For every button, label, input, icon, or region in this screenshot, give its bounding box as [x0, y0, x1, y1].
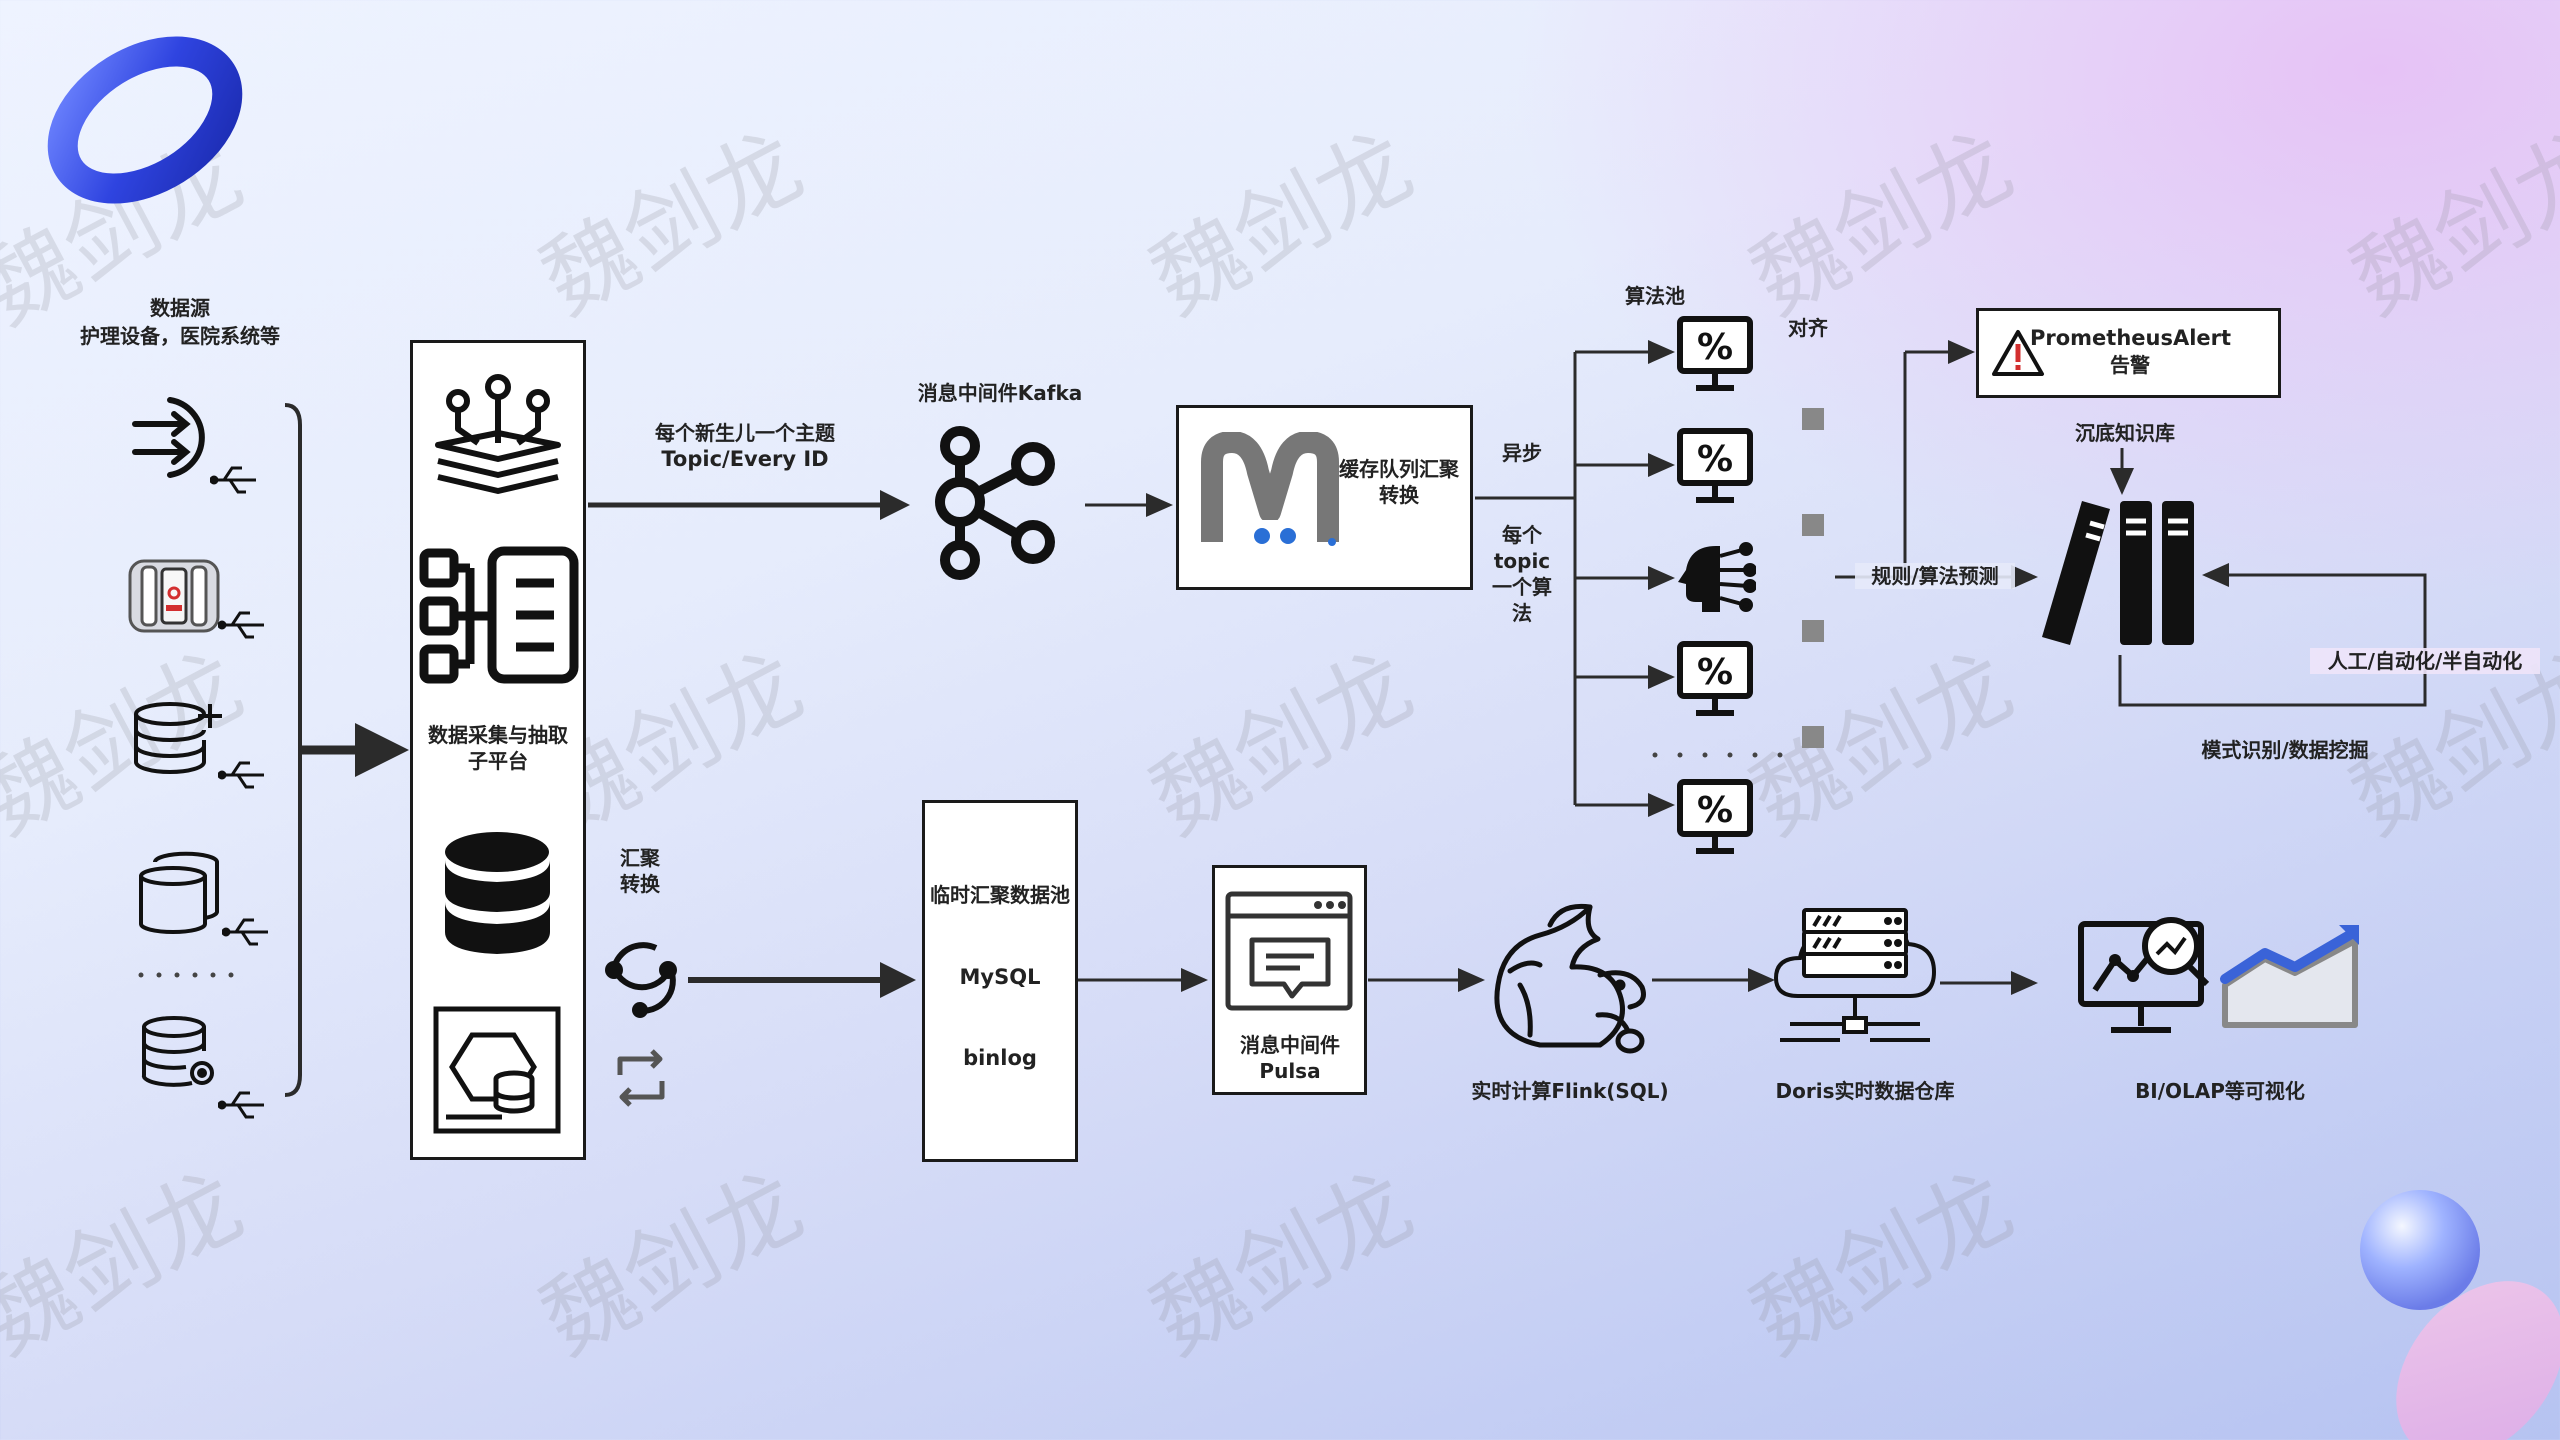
align-label: 对齐: [1788, 316, 1828, 340]
database-stack-icon: [445, 832, 550, 954]
prometheus-alert-subtitle: 告警: [2110, 353, 2150, 377]
aggregate-label: 汇聚转换: [620, 846, 660, 896]
area-chart-icon: [2220, 925, 2359, 1028]
usb-icon: [218, 1091, 264, 1119]
doris-label: Doris实时数据仓库: [1775, 1079, 1955, 1103]
algorithm-monitor-icon: %: [1677, 316, 1753, 391]
kafka-label: 消息中间件Kafka: [917, 381, 1083, 405]
source-title: 数据源: [150, 296, 210, 320]
temp-pool-title: 临时汇聚数据池: [930, 883, 1070, 907]
device-monitor-icon: [128, 559, 220, 633]
temp-pool-box[interactable]: [922, 800, 1078, 1162]
usb-icon: [210, 466, 256, 494]
signal-in-icon: [132, 397, 205, 478]
temp-pool-binlog: binlog: [963, 1046, 1037, 1070]
prometheus-alert-title: PrometheusAlert: [2030, 326, 2232, 350]
svg-text:%: %: [1697, 652, 1733, 693]
temp-pool-mysql: MySQL: [959, 965, 1041, 989]
algorithm-monitor-icon: %: [1677, 779, 1753, 854]
refresh-icon: [617, 1049, 665, 1107]
algorithm-monitor-icon: %: [1677, 428, 1753, 503]
storage-cylinder-icon: [139, 851, 219, 934]
analytics-monitor-icon: [2078, 917, 2210, 1033]
manual-label: 人工/自动化/半自动化: [2310, 648, 2540, 674]
decorative-ring: [47, 36, 243, 204]
algorithm-monitor-icon: %: [1677, 641, 1753, 716]
ai-brain-icon: [1678, 542, 1756, 612]
pattern-label: 模式识别/数据挖掘: [2201, 738, 2369, 762]
message-window-icon: [1225, 891, 1353, 1011]
usb-icon: [222, 918, 268, 946]
cloud-server-icon: [1773, 908, 1937, 1042]
topic-label-line2: Topic/Every ID: [661, 447, 829, 471]
svg-text:%: %: [1697, 327, 1733, 368]
warning-icon: [1992, 330, 2044, 376]
source-subtitle: 护理设备，医院系统等: [80, 324, 280, 348]
flink-label: 实时计算Flink(SQL): [1471, 1079, 1669, 1103]
hierarchy-icon: [419, 546, 579, 684]
knowledge-books-icon: [2042, 501, 2194, 645]
database-add-icon: [134, 702, 222, 774]
usb-icon: [218, 761, 264, 789]
bi-label: BI/OLAP等可视化: [2135, 1079, 2305, 1103]
layers-network-icon: [435, 374, 561, 494]
hex-database-icon: [433, 1006, 561, 1134]
svg-text:%: %: [1697, 439, 1733, 480]
per-topic-label: 每个topic一个算法: [1492, 523, 1552, 625]
svg-text:%: %: [1697, 790, 1733, 831]
database-settings-icon: [141, 1016, 214, 1087]
topic-label-line1: 每个新生儿一个主题: [655, 421, 835, 445]
usb-icon: [218, 611, 264, 639]
cache-label: 缓存队列汇聚转换: [1339, 457, 1459, 507]
mq-logo-icon: [1201, 432, 1339, 550]
rule-predict-label: 规则/算法预测: [1855, 563, 2015, 589]
knowledge-label: 沉底知识库: [2075, 421, 2175, 445]
async-label: 异步: [1502, 441, 1542, 465]
sync-cycle-icon: [605, 942, 677, 1018]
flink-squirrel-icon: [1494, 903, 1646, 1054]
decorative-sphere: [2360, 1190, 2560, 1440]
platform-label: 数据采集与抽取子平台: [428, 723, 568, 773]
pulsar-label: 消息中间件Pulsa: [1240, 1033, 1340, 1083]
kafka-icon: [935, 426, 1055, 580]
algo-pool-label: 算法池: [1625, 284, 1685, 308]
